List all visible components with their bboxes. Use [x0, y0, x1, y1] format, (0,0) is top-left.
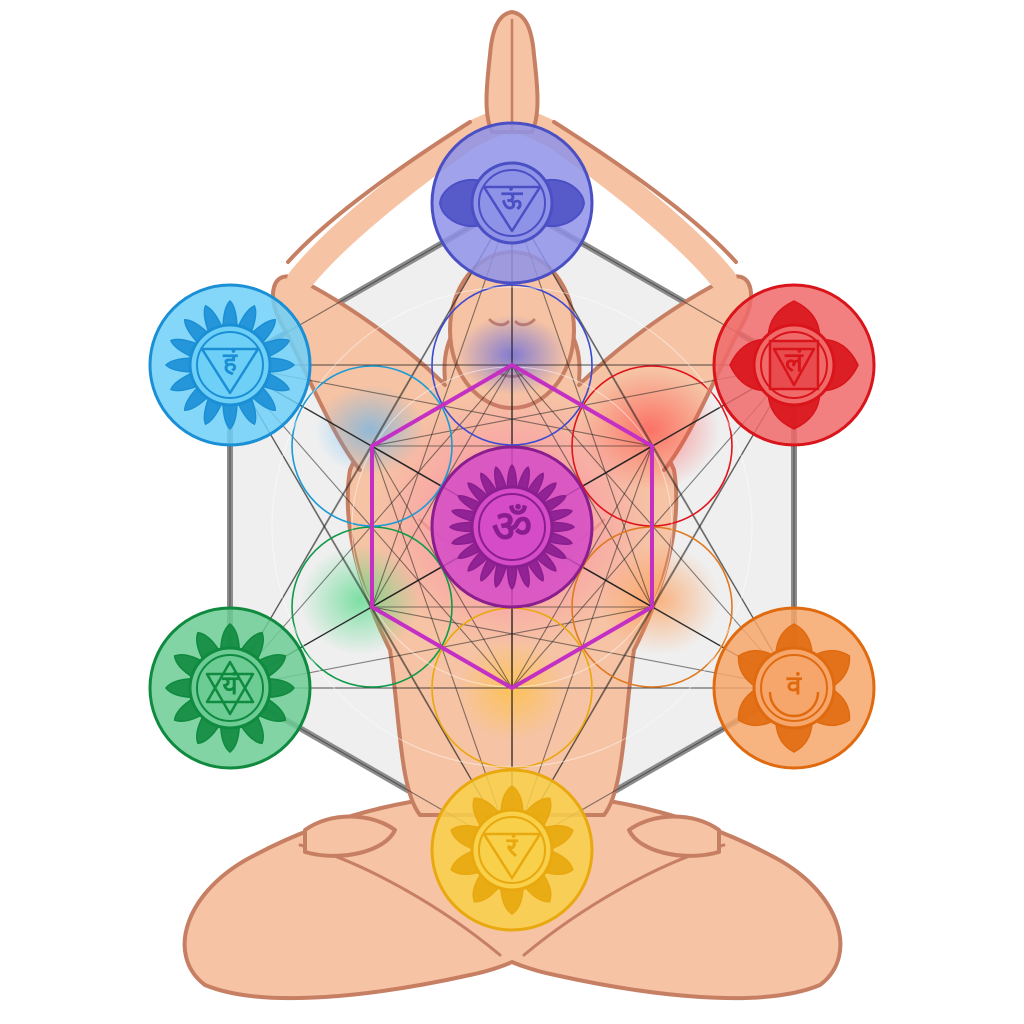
chakra-syllable: रं [506, 833, 519, 863]
petal [516, 561, 531, 588]
guide-circle [271, 286, 753, 768]
inner-ring [431, 284, 593, 446]
petal [222, 299, 238, 329]
chakra-core-ring [760, 331, 828, 399]
chakra-symbol [768, 339, 820, 391]
chakra-medallions: ऊं हं लं ॐ यं वं रं [148, 121, 876, 932]
petal [451, 508, 478, 523]
chakra-syllable: वं [786, 671, 803, 701]
chakra-syllable: यं [221, 671, 238, 701]
chakra-symbol [205, 660, 255, 716]
petal [500, 885, 524, 915]
petal [222, 401, 238, 431]
chakra-core [188, 323, 272, 407]
chakra-sahasrara: ॐ [430, 445, 594, 609]
petal [506, 563, 518, 591]
inner-hexagon [370, 362, 654, 691]
chakra-syllable: हं [222, 348, 238, 378]
petal [493, 466, 508, 493]
chakra-core [752, 646, 836, 730]
chakra-anahata: यं [148, 606, 312, 770]
chakra-core-ring [196, 654, 264, 722]
chakra-core [188, 646, 272, 730]
petal [523, 871, 552, 903]
petal [472, 871, 501, 903]
petal [506, 463, 518, 491]
petal [775, 623, 813, 656]
petal [472, 797, 501, 829]
chakra-core [752, 323, 836, 407]
petal [451, 531, 478, 546]
petal [548, 521, 576, 533]
petal [266, 677, 295, 699]
petal [775, 720, 813, 753]
chakra-muladhara: लं [712, 283, 876, 447]
chakra-syllable: लं [784, 348, 804, 378]
petal [516, 466, 531, 493]
petal [493, 561, 508, 588]
chakra-core-ring [760, 654, 828, 722]
petal [266, 357, 296, 373]
petal [164, 357, 194, 373]
chakra-syllable: ऊं [501, 186, 524, 216]
chakra-core [470, 808, 554, 892]
chakra-symbol [482, 832, 542, 880]
chakra-manipura: रं [430, 768, 594, 932]
chakra-symbol [482, 185, 542, 233]
petal [523, 797, 552, 829]
chakra-ajna: ऊं [430, 121, 594, 285]
chakra-core-ring [196, 331, 264, 399]
chakra-svadhisthana: वं [712, 606, 876, 770]
chakra-vishuddha: हं [148, 283, 312, 447]
chakra-core [470, 161, 554, 245]
petal [165, 677, 194, 699]
chakra-symbol [200, 347, 260, 395]
chakra-syllable: ॐ [492, 502, 532, 553]
petal [500, 785, 524, 815]
chakra-symbol [768, 691, 820, 718]
chakra-core [470, 485, 554, 569]
petal [219, 724, 241, 753]
petal [219, 623, 241, 652]
petal [546, 508, 573, 523]
petal [448, 521, 476, 533]
chakra-core-ring [478, 493, 546, 561]
petal [546, 531, 573, 546]
chakra-core-ring [478, 169, 546, 237]
chakra-core-ring [478, 816, 546, 884]
lotus-petals [737, 623, 851, 753]
